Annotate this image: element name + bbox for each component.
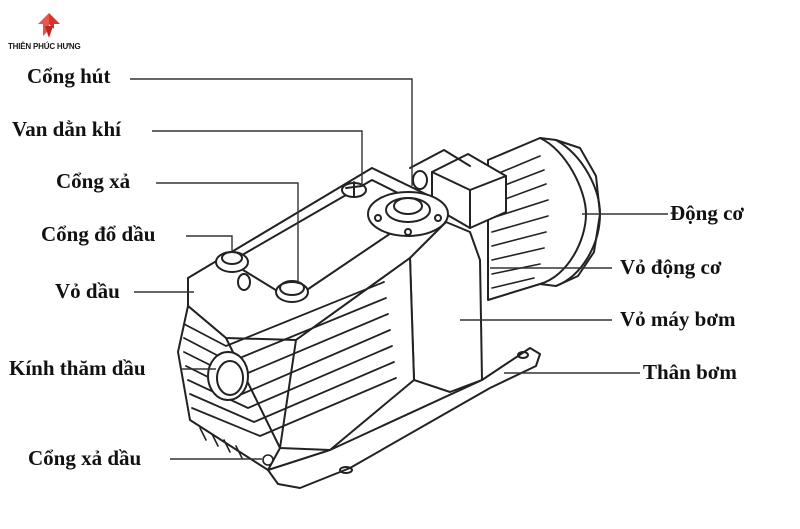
oil-fill-port-illustration (215, 251, 251, 291)
label-exhaust-port: Cổng xả (56, 169, 131, 193)
oil-sight-glass-illustration (207, 351, 249, 401)
label-motor-housing: Vỏ động cơ (620, 255, 722, 279)
gas-ballast-valve-illustration (341, 181, 367, 198)
label-oil-sight-glass: Kính thăm dầu (9, 356, 146, 380)
brand-name: THIÊN PHÚC HƯNG (8, 42, 81, 51)
label-pump-body: Thân bơm (643, 360, 737, 384)
label-oil-fill-port: Cổng đổ dầu (41, 222, 156, 246)
label-inlet-port: Cổng hút (27, 64, 111, 88)
label-oil-cover: Vỏ dầu (55, 279, 120, 303)
label-gas-ballast-valve: Van dằn khí (12, 117, 121, 141)
inlet-port-illustration (367, 170, 449, 237)
label-oil-drain-port: Cổng xả dầu (28, 446, 142, 470)
leader-lines (130, 78, 668, 460)
motor-illustration (409, 137, 601, 301)
exhaust-port-illustration (275, 280, 309, 303)
label-motor: Động cơ (670, 201, 745, 225)
label-pump-housing: Vỏ máy bơm (620, 307, 736, 331)
oil-drain-port-illustration (199, 427, 274, 466)
brand-logo-icon (38, 13, 60, 38)
